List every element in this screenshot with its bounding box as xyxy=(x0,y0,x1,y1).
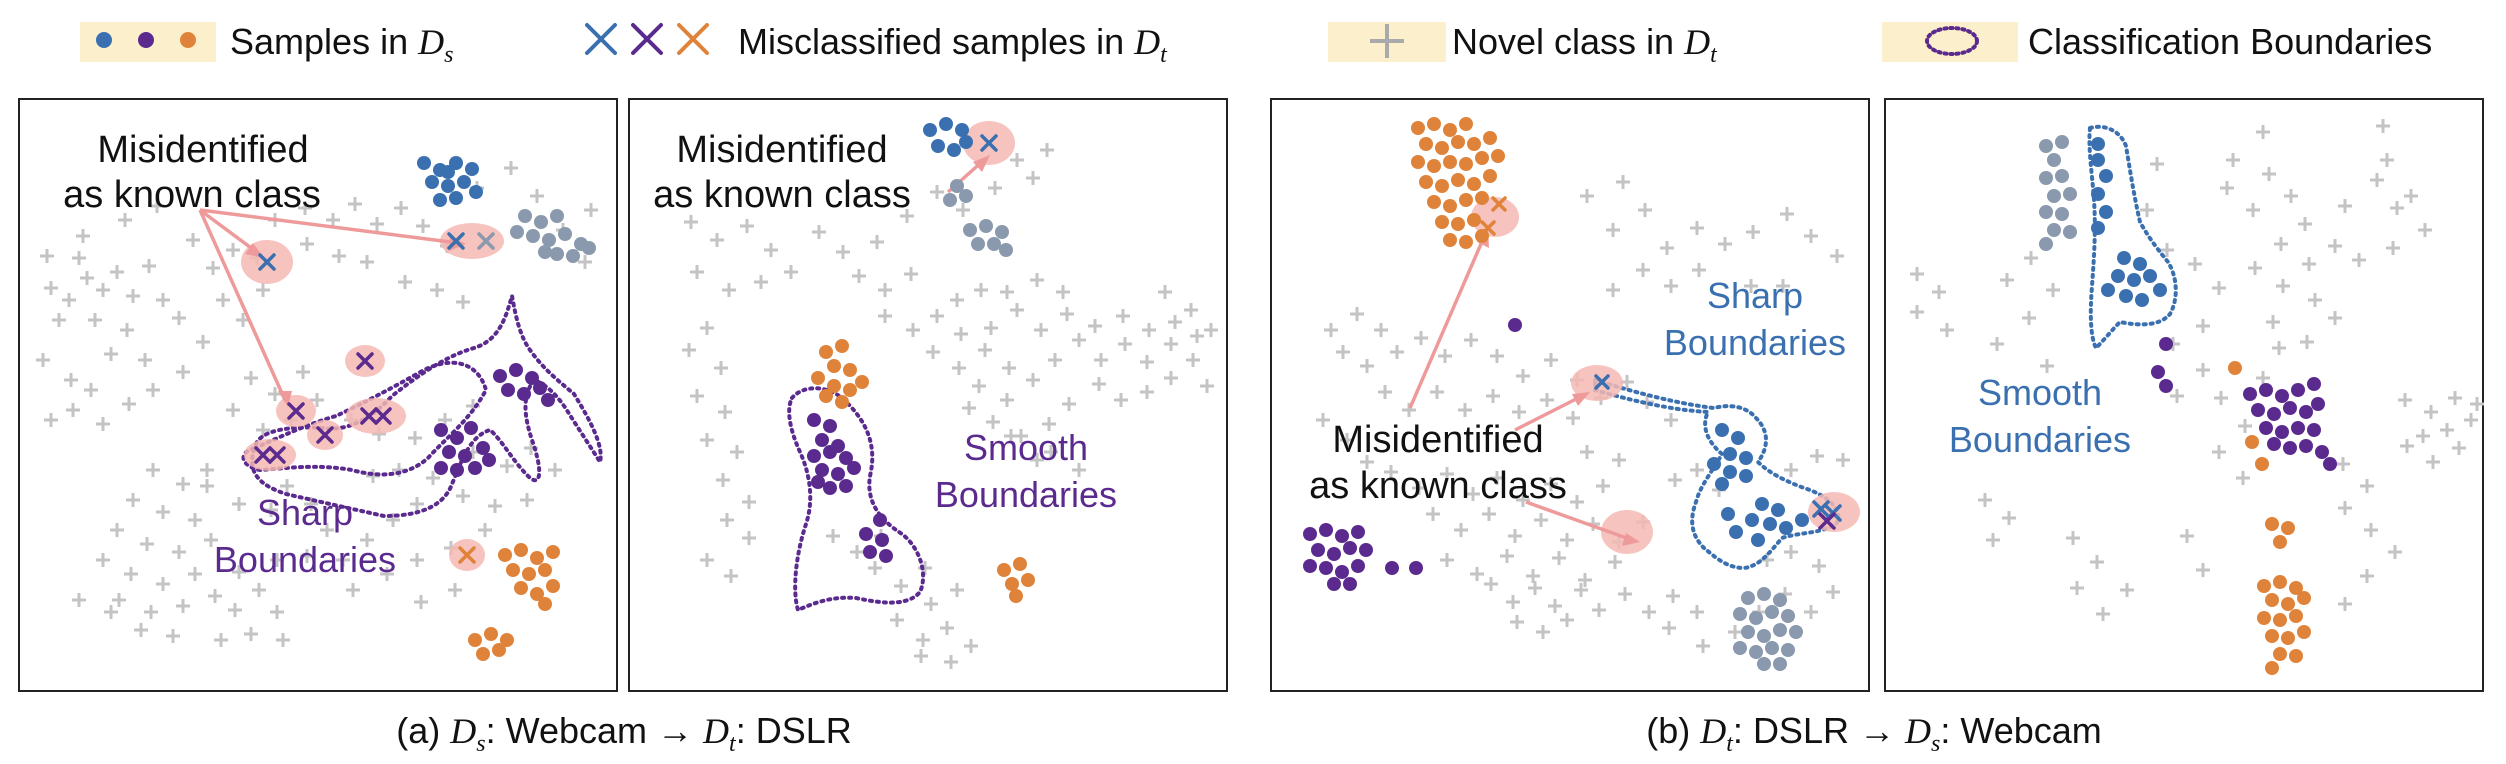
panel-3-misid-label-line1: Misidentified xyxy=(1332,419,1543,461)
panel-4-novel-points xyxy=(1910,119,2484,621)
panel-2-smooth-label-line1: Smooth xyxy=(964,427,1088,468)
panel-3-gray-cluster xyxy=(1733,587,1803,671)
legend-dot-purple xyxy=(138,32,154,48)
panel-1-boundary-outer xyxy=(250,295,603,519)
legend-misclassified-swatch xyxy=(585,23,709,55)
panel-1-blue-cluster xyxy=(417,156,483,207)
panel-3-sharp-label-line2: Boundaries xyxy=(1664,322,1846,363)
panel-1-misclassified-marks xyxy=(254,232,495,564)
panel-1-purple-cluster xyxy=(434,363,555,477)
panel-4-blue-cluster xyxy=(2091,137,2167,307)
legend-dot-orange xyxy=(180,32,196,48)
panel-3-highlights xyxy=(1471,197,1860,554)
panel-3-blue-cluster xyxy=(1707,423,1809,547)
panel-3-novel-points xyxy=(1316,175,1850,653)
panel-1-misid-label-line2: as known class xyxy=(63,174,321,216)
legend-x-blue xyxy=(585,23,617,55)
panel-4-smooth-label-line1: Smooth xyxy=(1978,372,2102,413)
panel-3-frame xyxy=(1270,98,1870,692)
legend-x-purple xyxy=(631,23,663,55)
legend-novel-label: Novel class in Dt xyxy=(1452,21,1718,68)
panel-2-misclassified-marks xyxy=(980,134,998,152)
panel-2-frame xyxy=(628,98,1228,692)
panel-1-misid-label-line1: Misidentified xyxy=(97,129,308,171)
panel-3-purple-outlier xyxy=(1508,318,1522,332)
legend: Samples in Ds Misclassified samples in D… xyxy=(80,21,2432,68)
panel-4-smooth-label-line2: Boundaries xyxy=(1949,419,2131,460)
panel-2: Misidentified as known class Smooth Boun… xyxy=(653,117,1218,669)
panel-3-misclassified-marks xyxy=(1480,196,1842,530)
panel-3: Misidentified as known class Sharp Bound… xyxy=(1303,117,1860,671)
panel-4-purple-cluster xyxy=(2151,337,2337,471)
panel-1: Misidentified as known class Sharp Bound… xyxy=(36,129,603,661)
panel-3-misid-label-line2: as known class xyxy=(1309,465,1567,507)
panel-3-orange-cluster xyxy=(1411,117,1505,249)
caption-a: (a) Ds: Webcam → Dt: DSLR xyxy=(396,710,852,757)
legend-dot-blue xyxy=(96,32,112,48)
panel-1-sharp-label-line2: Boundaries xyxy=(214,539,396,580)
panel-1-novel-points xyxy=(36,161,598,647)
panel-2-arrowhead xyxy=(973,155,990,172)
panel-1-gray-cluster xyxy=(510,209,596,263)
legend-boundary-label: Classification Boundaries xyxy=(2028,21,2432,62)
panel-1-frame xyxy=(18,98,618,692)
panel-1-arrows xyxy=(198,208,459,401)
caption-b: (b) Dt: DSLR → Ds: Webcam xyxy=(1646,710,2102,757)
panel-2-misid-label-line1: Misidentified xyxy=(676,129,887,171)
panel-2-purple-cluster xyxy=(807,413,893,563)
panel-2-blue-cluster xyxy=(923,117,973,157)
panel-2-orange-cluster xyxy=(811,339,1035,603)
legend-samples-label: Samples in Ds xyxy=(230,21,453,68)
panel-3-sharp-label-line1: Sharp xyxy=(1707,275,1803,316)
panel-4-frame xyxy=(1884,98,2484,692)
legend-misclassified-label: Misclassified samples in Dt xyxy=(738,21,1168,68)
panel-3-boundary xyxy=(1593,377,1841,571)
panel-1-orange-cluster xyxy=(468,543,560,661)
panel-2-boundary xyxy=(787,386,926,613)
legend-boundary-icon xyxy=(1925,26,1979,56)
panel-1-sharp-label-line1: Sharp xyxy=(257,492,353,533)
panel-4: Smooth Boundaries xyxy=(1910,119,2484,675)
panel-4-orange-cluster xyxy=(2228,361,2311,675)
panel-2-smooth-label-line2: Boundaries xyxy=(935,474,1117,515)
panel-2-gray-cluster xyxy=(943,179,1013,257)
panel-3-purple-cluster xyxy=(1303,523,1423,591)
legend-x-orange xyxy=(677,23,709,55)
panel-3-arrows xyxy=(1408,236,1633,542)
panel-2-novel-points xyxy=(682,143,1218,669)
panel-4-gray-cluster xyxy=(2039,135,2077,251)
panel-2-misid-label-line2: as known class xyxy=(653,174,911,216)
legend-plus-icon xyxy=(1370,24,1404,58)
